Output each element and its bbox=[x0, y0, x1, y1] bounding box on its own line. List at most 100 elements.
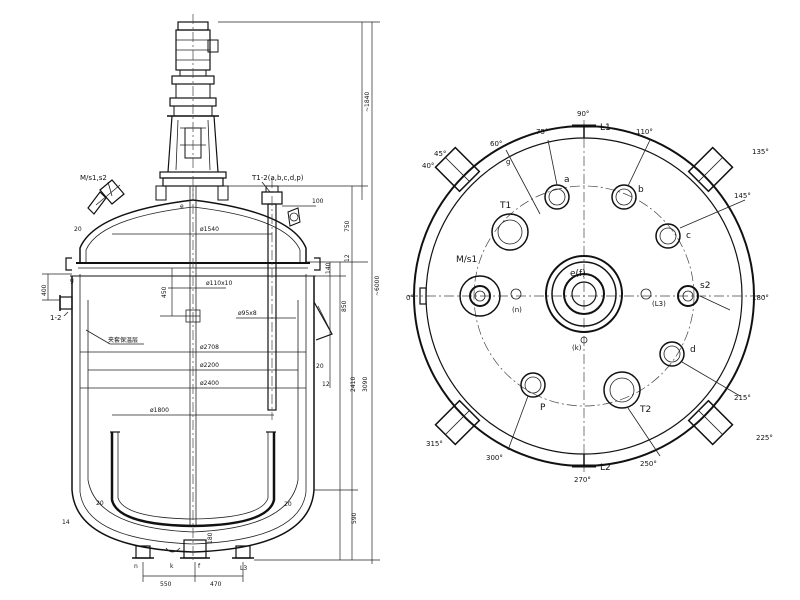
dim-590: 590 bbox=[351, 512, 358, 524]
angle-315: 315° bbox=[426, 440, 443, 448]
nozzle-ms1 bbox=[459, 275, 501, 317]
side-view-labels: M/s1,s2 T1-2(a,b,c,d,p) e g 1-2 n k f L3… bbox=[41, 92, 381, 588]
dim-3090: 3090 bbox=[362, 377, 369, 392]
nozzle-label-g: g bbox=[70, 277, 74, 284]
lug-45 bbox=[434, 399, 481, 446]
top-nozzles bbox=[87, 179, 301, 227]
dim-d1540: ø1540 bbox=[200, 226, 219, 233]
jacket-annotation: 夹套保温层 bbox=[108, 336, 138, 344]
side-view bbox=[42, 14, 380, 582]
angle-300: 300° bbox=[486, 454, 503, 462]
right-dimensions bbox=[218, 21, 380, 564]
label-n: (n) bbox=[512, 306, 522, 314]
angle-60: 60° bbox=[490, 140, 502, 148]
dim-d2400: ø2400 bbox=[200, 380, 219, 387]
dim-100: 100 bbox=[312, 198, 324, 205]
nozzle-label-12: 1-2 bbox=[50, 314, 61, 322]
label-s2: s2 bbox=[700, 281, 710, 291]
agitator bbox=[110, 185, 276, 560]
bottom-dimensions bbox=[42, 273, 244, 582]
label-l1: L1 bbox=[600, 123, 611, 133]
label-ef: e(f) bbox=[570, 269, 586, 279]
dim-d2200: ø2200 bbox=[200, 362, 219, 369]
angle-75: 75° bbox=[536, 128, 548, 136]
dim-750: 750 bbox=[344, 220, 351, 232]
nozzle-k bbox=[580, 336, 588, 344]
angle-0: 0° bbox=[406, 294, 414, 302]
dim-20d: 20 bbox=[96, 500, 104, 507]
dim-2410: 2410 bbox=[350, 377, 357, 392]
l1-stub bbox=[572, 124, 596, 138]
dim-12a: 12 bbox=[344, 254, 351, 262]
dim-d95: ø95x8 bbox=[238, 310, 257, 317]
motor-drive bbox=[159, 14, 227, 200]
dim-1840: ~1840 bbox=[364, 92, 371, 112]
top-view bbox=[408, 120, 768, 472]
dim-140: 140 bbox=[325, 262, 332, 274]
lug-135 bbox=[687, 399, 734, 446]
lug-225 bbox=[687, 146, 734, 193]
dip-pipe bbox=[261, 178, 283, 420]
nozzle-n bbox=[510, 288, 522, 300]
nozzle-b bbox=[611, 184, 637, 210]
label-t2: T2 bbox=[639, 405, 651, 415]
nozzle-a bbox=[544, 184, 570, 210]
angle-180: 180° bbox=[752, 294, 769, 302]
side-nozzles bbox=[59, 257, 333, 341]
nozzle-label-f: f bbox=[198, 563, 201, 570]
nozzle-t1 bbox=[491, 213, 529, 251]
dim-20a: 20 bbox=[316, 363, 324, 370]
dim-470: 470 bbox=[210, 581, 222, 588]
nozzle-label-e: e bbox=[180, 203, 184, 210]
dim-14: 14 bbox=[62, 519, 70, 526]
nozzle-label-ms: M/s1,s2 bbox=[80, 174, 107, 182]
dim-550: 550 bbox=[160, 581, 172, 588]
angle-270: 270° bbox=[574, 476, 591, 484]
label-ms1: M/s1 bbox=[456, 255, 477, 265]
nozzle-c bbox=[655, 223, 681, 249]
dim-20c: 20 bbox=[74, 226, 82, 233]
nozzle-label-l3: L3 bbox=[240, 565, 247, 572]
angle-110: 110° bbox=[636, 128, 653, 136]
nozzle-d bbox=[659, 341, 685, 367]
leader-lines bbox=[63, 181, 316, 345]
interior-dimensions bbox=[80, 233, 306, 416]
nozzle-l3 bbox=[640, 288, 652, 300]
nozzle-label-n: n bbox=[134, 563, 138, 570]
label-l2: L2 bbox=[600, 463, 611, 473]
label-p: P bbox=[540, 403, 546, 413]
label-k: (k) bbox=[572, 344, 582, 352]
angle-225: 225° bbox=[756, 434, 773, 442]
lug-315 bbox=[434, 146, 481, 193]
dim-12b: 12 bbox=[322, 381, 330, 388]
l2-stub bbox=[572, 454, 596, 468]
label-t1: T1 bbox=[499, 201, 511, 211]
angle-250: 250° bbox=[640, 460, 657, 468]
angle-leaders bbox=[505, 139, 746, 457]
nozzle-label-t: T1-2(a,b,c,d,p) bbox=[251, 174, 304, 182]
dim-450: 450 bbox=[161, 286, 168, 298]
label-l3: (L3) bbox=[652, 300, 666, 308]
label-d: d bbox=[690, 345, 696, 355]
angle-90: 90° bbox=[577, 110, 589, 118]
nozzle-s2 bbox=[677, 285, 699, 307]
top-view-labels: 90° 75° 60° 45° 40° 110° 135° 145° 0° 18… bbox=[406, 110, 773, 484]
dim-180: 180 bbox=[207, 532, 214, 544]
zero-deg-stub bbox=[419, 287, 427, 305]
dim-d2708: ø2708 bbox=[200, 344, 219, 351]
angle-40: 40° bbox=[422, 162, 434, 170]
dim-400: 400 bbox=[41, 284, 48, 296]
nozzle-t2 bbox=[603, 371, 641, 409]
dim-850: 850 bbox=[341, 300, 348, 312]
dim-d110: ø110x10 bbox=[206, 280, 232, 287]
angle-215: 215° bbox=[734, 394, 751, 402]
label-a: a bbox=[564, 175, 570, 185]
angle-145: 145° bbox=[734, 192, 751, 200]
label-g: g bbox=[506, 158, 510, 166]
nozzle-label-k: k bbox=[170, 563, 174, 570]
dim-6000: ~6000 bbox=[374, 276, 381, 296]
bottom-outlets bbox=[132, 539, 254, 559]
label-c: c bbox=[686, 231, 691, 241]
nozzle-p bbox=[520, 372, 546, 398]
